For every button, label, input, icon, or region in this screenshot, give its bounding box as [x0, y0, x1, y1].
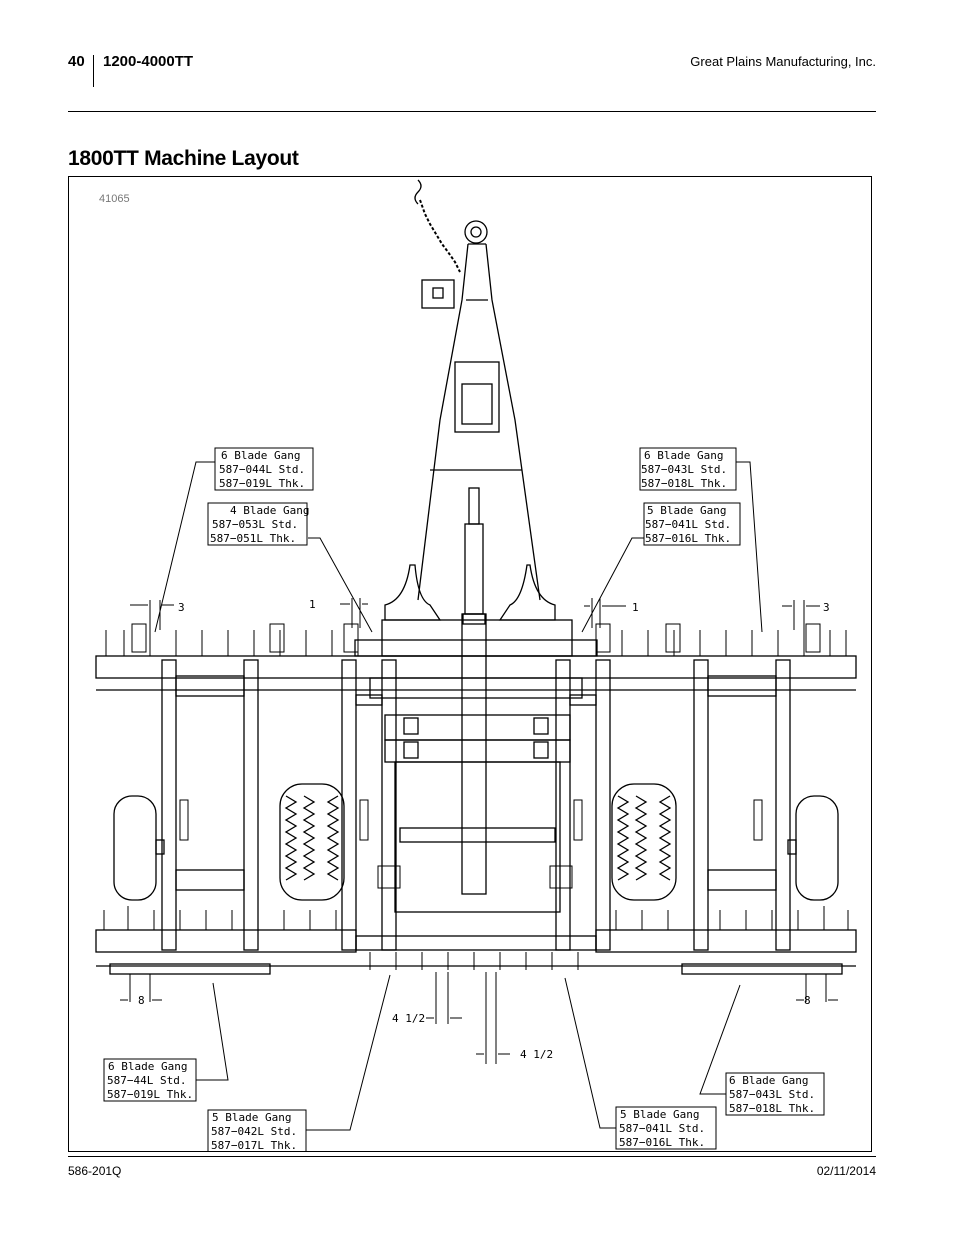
svg-text:587−043L Std.: 587−043L Std.: [729, 1088, 815, 1101]
left-outer-wheel: [113, 795, 165, 901]
callout-left-front-outer: 6 Blade Gang 587−044L Std. 587−019L Thk.: [214, 447, 314, 491]
svg-text:6 Blade Gang: 6 Blade Gang: [221, 449, 300, 462]
svg-text:587−043L Std.: 587−043L Std.: [641, 463, 727, 476]
svg-text:587−019L Thk.: 587−019L Thk.: [219, 477, 305, 490]
svg-text:5 Blade Gang: 5 Blade Gang: [620, 1108, 699, 1121]
machine-layout-drawing: 6 Blade Gang 587−044L Std. 587−019L Thk.…: [95, 179, 857, 1151]
svg-text:587−041L Std.: 587−041L Std.: [645, 518, 731, 531]
callout-right-front-inner: 5 Blade Gang 587−041L Std. 587−016L Thk.: [643, 502, 741, 546]
dim-right-outer: 3: [823, 601, 830, 614]
tongue: [417, 243, 541, 601]
left-side-frame: [161, 659, 397, 951]
callout-right-front-outer: 6 Blade Gang 587−043L Std. 587−018L Thk.: [639, 447, 737, 491]
svg-text:5 Blade Gang: 5 Blade Gang: [212, 1111, 291, 1124]
dim-left-rear: 8: [138, 994, 145, 1007]
dim-right-rear: 8: [804, 994, 811, 1007]
right-outer-wheel: [787, 795, 839, 901]
svg-text:4 Blade Gang: 4 Blade Gang: [230, 504, 309, 517]
svg-text:587−053L Std.: 587−053L Std.: [212, 518, 298, 531]
callout-right-rear-outer: 6 Blade Gang 587−043L Std. 587−018L Thk.: [725, 1072, 825, 1116]
center-cylinder: [462, 487, 486, 625]
section-title: 1800TT Machine Layout: [68, 147, 299, 170]
svg-text:587−044L Std.: 587−044L Std.: [219, 463, 305, 476]
page-number: 40: [68, 53, 85, 70]
rear-frame: [95, 929, 857, 975]
svg-text:587−018L Thk.: 587−018L Thk.: [729, 1102, 815, 1115]
svg-text:6 Blade Gang: 6 Blade Gang: [644, 449, 723, 462]
rear-blade-gangs: [103, 906, 849, 1000]
dim-left-inner: 1: [309, 598, 316, 611]
header-rule: [68, 111, 876, 112]
side-cylinders: [179, 799, 763, 889]
svg-text:6 Blade Gang: 6 Blade Gang: [729, 1074, 808, 1087]
callout-left-rear-outer: 6 Blade Gang 587−44L Std. 587−019L Thk.: [103, 1058, 197, 1102]
svg-text:5 Blade Gang: 5 Blade Gang: [647, 504, 726, 517]
footer-rule: [68, 1156, 876, 1157]
svg-text:587−042L Std.: 587−042L Std.: [211, 1125, 297, 1138]
left-inner-tire: [279, 783, 345, 901]
callout-left-front-inner: 4 Blade Gang 587−053L Std. 587−051L Thk.: [207, 502, 309, 546]
dimension-labels: 3 1 1 3 8 8 4 1/2 4 1/2: [138, 598, 830, 1061]
doc-date: 02/11/2014: [816, 1164, 876, 1178]
callout-left-rear-inner: 5 Blade Gang 587−042L Std. 587−017L Thk.: [207, 1109, 307, 1151]
dim-left-outer: 3: [178, 601, 185, 614]
front-frame: [95, 619, 857, 699]
model-title: 1200-4000TT: [103, 53, 194, 70]
svg-text:587−44L Std.: 587−44L Std.: [107, 1074, 186, 1087]
callout-boxes: 6 Blade Gang 587−044L Std. 587−019L Thk.…: [103, 447, 825, 1151]
dimension-lines: [120, 598, 838, 1064]
company-name: Great Plains Manufacturing, Inc.: [690, 54, 876, 69]
svg-text:6 Blade Gang: 6 Blade Gang: [108, 1060, 187, 1073]
svg-text:587−017L Thk.: 587−017L Thk.: [211, 1139, 297, 1151]
center-frame: [384, 613, 571, 913]
svg-text:587−041L Std.: 587−041L Std.: [619, 1122, 705, 1135]
right-inner-tire: [611, 783, 677, 901]
hitch-chain: [414, 179, 488, 273]
callout-right-rear-inner: 5 Blade Gang 587−041L Std. 587−016L Thk.: [615, 1106, 717, 1150]
dim-center-upper: 4 1/2: [392, 1012, 425, 1025]
doc-number: 586-201Q: [68, 1164, 122, 1178]
header-divider: [93, 55, 94, 87]
svg-text:587−016L Thk.: 587−016L Thk.: [645, 532, 731, 545]
callout-leaders: [154, 461, 763, 1131]
svg-text:587−016L Thk.: 587−016L Thk.: [619, 1136, 705, 1149]
right-flare: [498, 564, 556, 621]
svg-text:587−019L Thk.: 587−019L Thk.: [107, 1088, 193, 1101]
svg-text:587−051L Thk.: 587−051L Thk.: [210, 532, 296, 545]
dim-center-lower: 4 1/2: [520, 1048, 553, 1061]
dim-right-inner: 1: [632, 601, 639, 614]
front-blade-gangs: [105, 623, 847, 656]
right-side-frame: [555, 659, 791, 951]
svg-text:587−018L Thk.: 587−018L Thk.: [641, 477, 727, 490]
left-flare: [384, 564, 442, 621]
figure-id: 41065: [99, 193, 130, 205]
figure-frame: [68, 176, 872, 1152]
